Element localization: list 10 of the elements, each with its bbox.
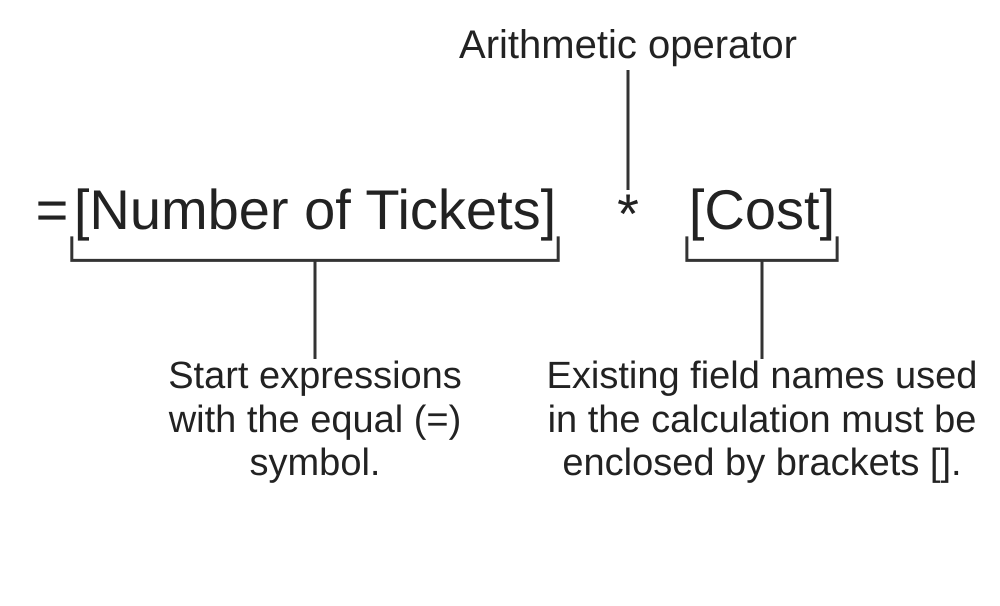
equals-sign: =: [36, 178, 68, 242]
field-reference: [Cost]: [688, 178, 836, 242]
operator-symbol: *: [617, 182, 639, 246]
annotation-text: Existing field names used in the calculation must be enclosed by brackets [].: [532, 355, 992, 486]
leader-line: [314, 260, 316, 359]
field-reference: [Number of Tickets]: [74, 178, 556, 242]
annotation-text: Arithmetic operator: [459, 22, 797, 68]
annotation-text: Start expressions with the equal (=) symbol.: [130, 355, 500, 486]
leader-line: [626, 70, 630, 190]
leader-line: [760, 260, 764, 359]
